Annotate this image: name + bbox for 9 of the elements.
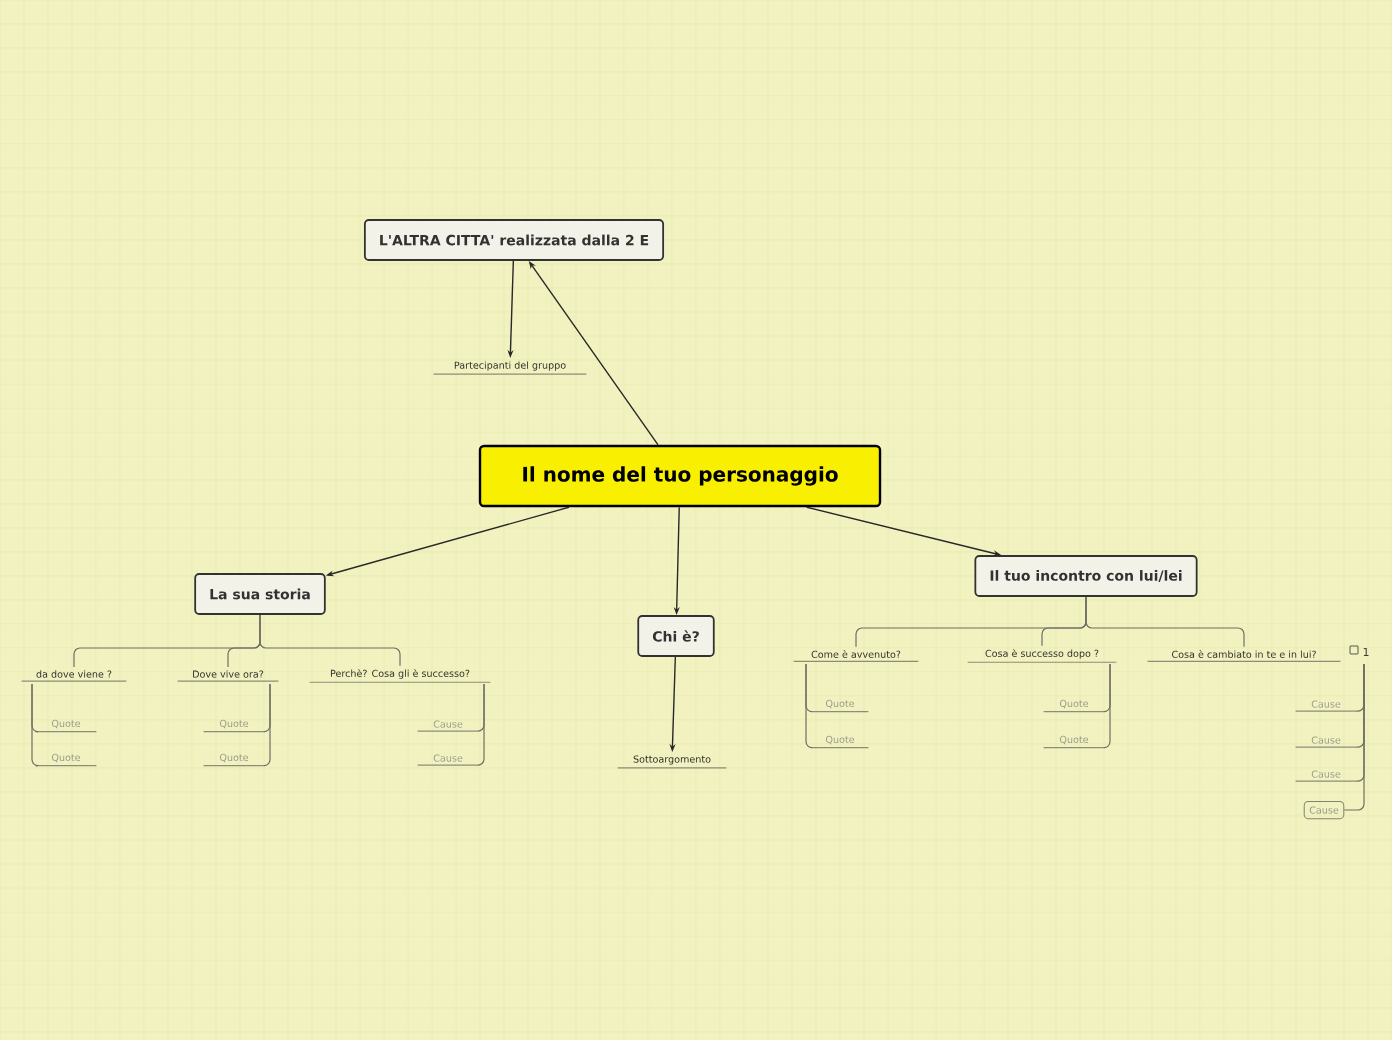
tree-connector	[805, 663, 813, 749]
tree-connector	[1343, 663, 1365, 811]
tree-connector	[1085, 596, 1245, 648]
tree-connector	[263, 683, 271, 767]
central-topic-box: Il nome del tuo personaggio	[478, 444, 882, 508]
tree-connector	[31, 683, 39, 767]
tree-connector	[1103, 663, 1111, 749]
tree-connector	[259, 614, 401, 667]
tree-connector	[477, 683, 485, 766]
